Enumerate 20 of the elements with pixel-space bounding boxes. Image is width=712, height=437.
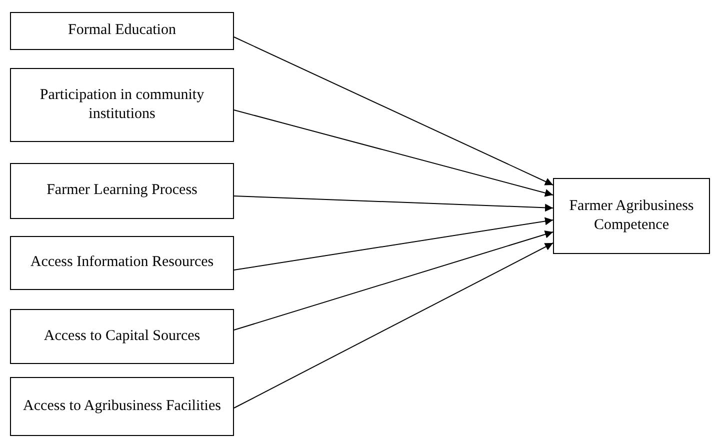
arrow xyxy=(234,110,554,197)
node-label: Participation in community institutions xyxy=(38,86,206,124)
concept-box xyxy=(10,309,234,364)
concept-box xyxy=(553,178,710,254)
concept-box xyxy=(10,377,234,436)
arrow xyxy=(234,217,554,270)
arrow xyxy=(234,36,554,186)
node-label: Farmer Learning Process xyxy=(46,181,198,200)
node-label: Access Information Resources xyxy=(30,253,214,272)
node-label: Access to Capital Sources xyxy=(44,326,200,346)
concept-box xyxy=(10,68,234,142)
arrow xyxy=(234,242,554,408)
node-label: Farmer Agribusiness Competence xyxy=(568,196,695,235)
arrow xyxy=(234,230,554,330)
node-label: Access to Agribusiness Facilities xyxy=(23,396,221,416)
concept-box xyxy=(10,12,234,50)
arrow xyxy=(234,196,554,212)
concept-box xyxy=(10,236,234,290)
node-label: Formal Education xyxy=(68,21,176,40)
concept-box xyxy=(10,163,234,219)
